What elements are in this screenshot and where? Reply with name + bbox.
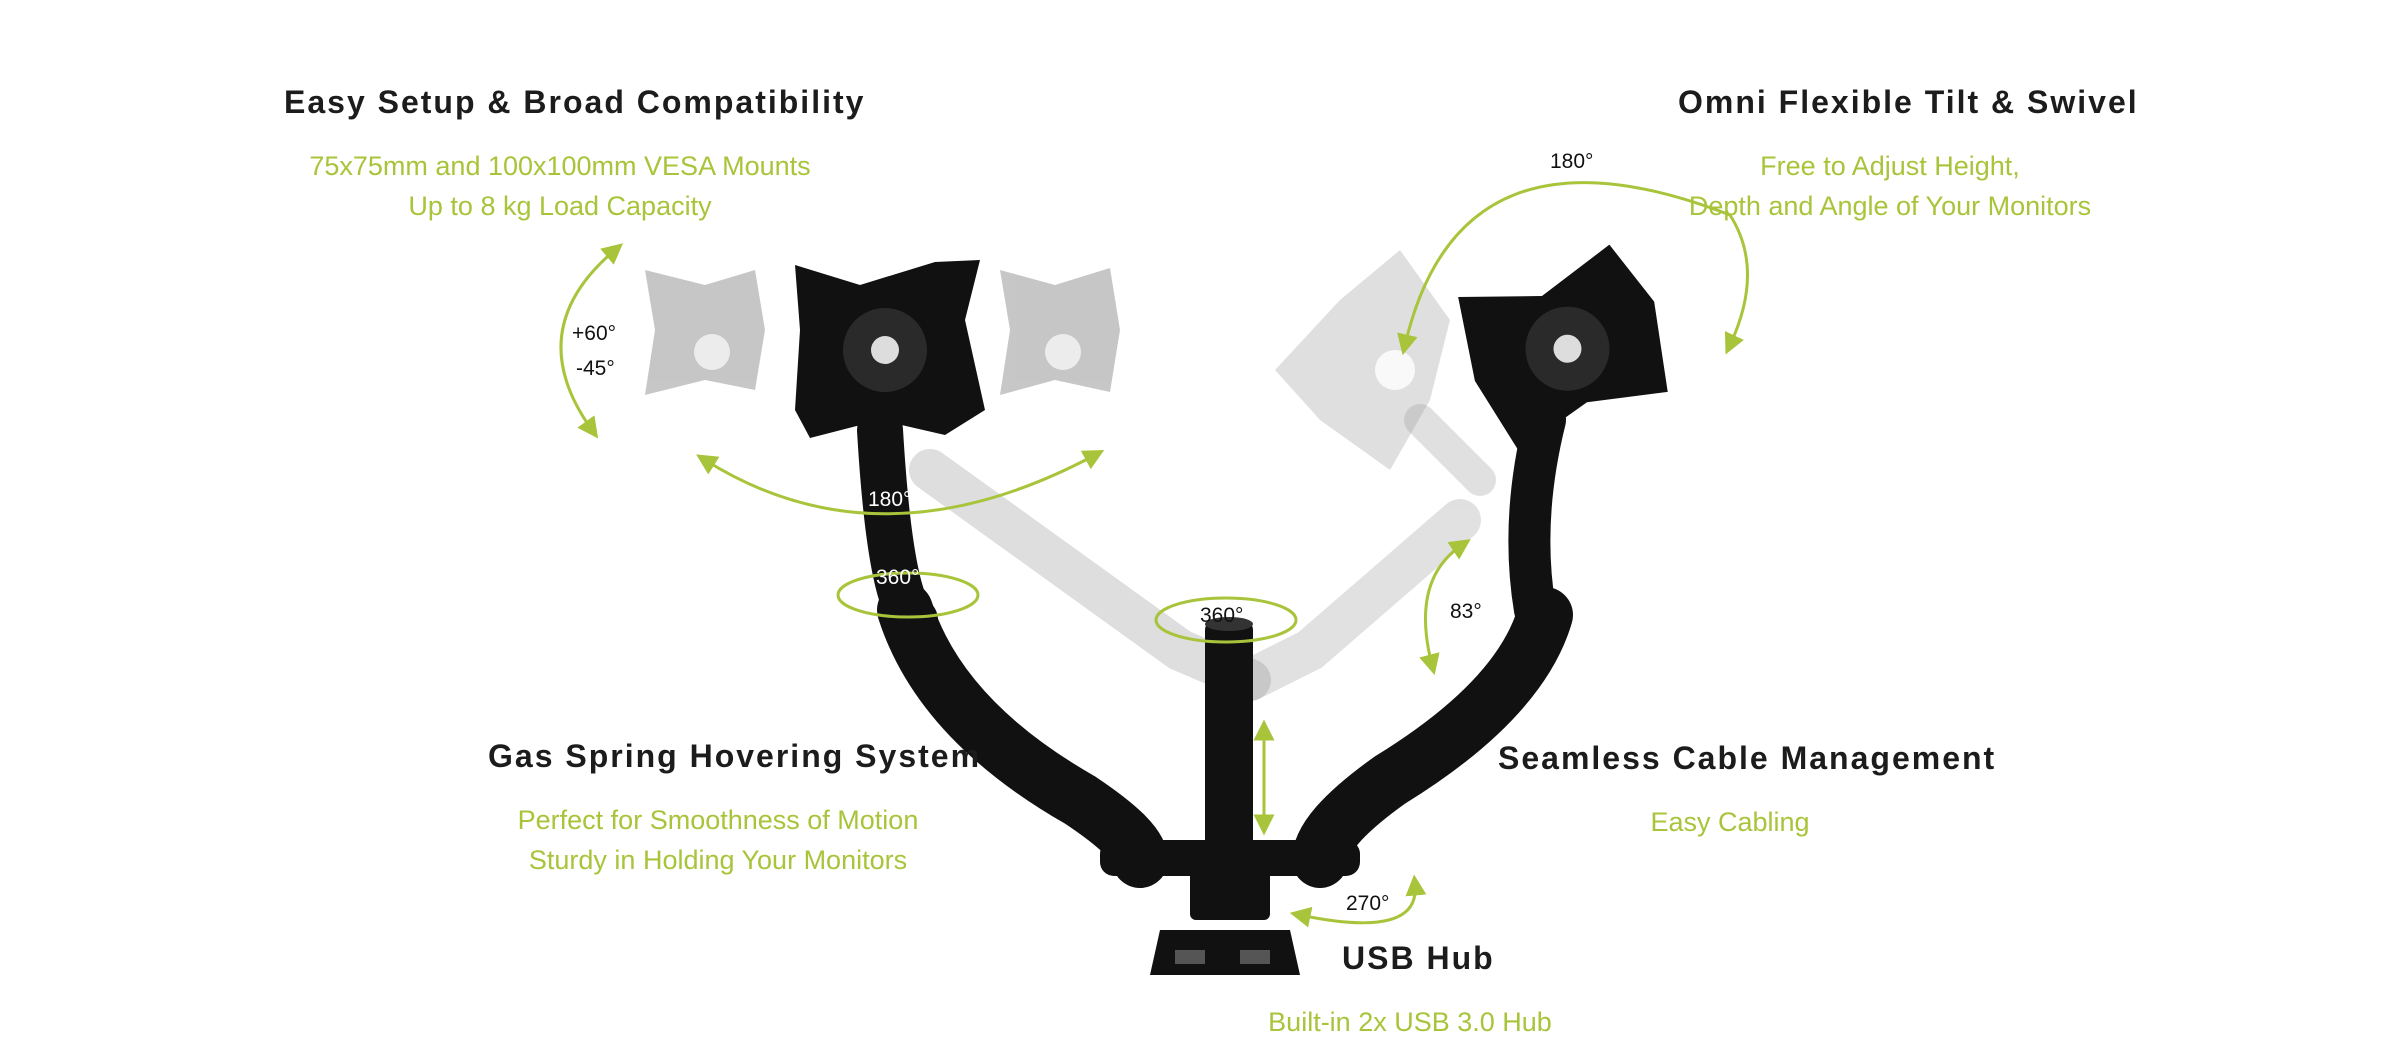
motion-arcs	[559, 181, 1749, 928]
tilt-up-label: +60°	[572, 322, 617, 345]
feature-line: Perfect for Smoothness of Motion	[517, 805, 919, 835]
ghost-vesa-plate-left-1	[645, 270, 765, 395]
vesa-plate-right	[1458, 244, 1668, 451]
base-rotation-label: 270°	[1346, 892, 1390, 915]
feature-line: Depth and Angle of Your Monitors	[1688, 191, 2092, 221]
tilt-down-label: -45°	[576, 357, 615, 380]
feature-title-tilt: Omni Flexible Tilt & Swivel	[1678, 84, 2139, 120]
feature-desc-tilt: Free to Adjust Height, Depth and Angle o…	[1640, 146, 2140, 226]
feature-line: Built-in 2x USB 3.0 Hub	[1268, 1007, 1552, 1037]
feature-desc-usb: Built-in 2x USB 3.0 Hub	[1240, 1002, 1580, 1042]
ghost-arm-right	[1229, 404, 1496, 701]
feature-title-cable: Seamless Cable Management	[1498, 740, 1997, 776]
arm-right-tilt-label: 83°	[1450, 600, 1482, 623]
center-pole	[1100, 617, 1360, 975]
feature-line: Sturdy in Holding Your Monitors	[528, 845, 908, 875]
ghost-vesa-plate-left-2	[1000, 268, 1120, 395]
swivel-left-label: 180°	[868, 488, 912, 511]
arm-left-rotation-label: 360°	[876, 566, 920, 589]
pole-rotation-label: 360°	[1200, 604, 1244, 627]
feature-title-gas-spring: Gas Spring Hovering System	[488, 738, 982, 774]
feature-line: 75x75mm and 100x100mm VESA Mounts	[309, 151, 811, 181]
rotate-right-label: 180°	[1550, 150, 1594, 173]
main-arm-left	[857, 407, 1168, 888]
vesa-plate-left	[795, 260, 985, 438]
feature-desc-cable: Easy Cabling	[1530, 802, 1930, 842]
feature-line: Up to 8 kg Load Capacity	[408, 191, 712, 221]
ghost-vesa-plate-right	[1275, 250, 1450, 470]
feature-desc-gas-spring: Perfect for Smoothness of Motion Sturdy …	[478, 800, 958, 880]
feature-desc-setup: 75x75mm and 100x100mm VESA Mounts Up to …	[280, 146, 840, 226]
feature-line: Easy Cabling	[1650, 807, 1810, 837]
feature-line: Free to Adjust Height,	[1760, 151, 2020, 181]
feature-title-usb: USB Hub	[1342, 940, 1495, 976]
main-arm-right	[1292, 399, 1573, 888]
feature-title-setup: Easy Setup & Broad Compatibility	[284, 84, 866, 120]
